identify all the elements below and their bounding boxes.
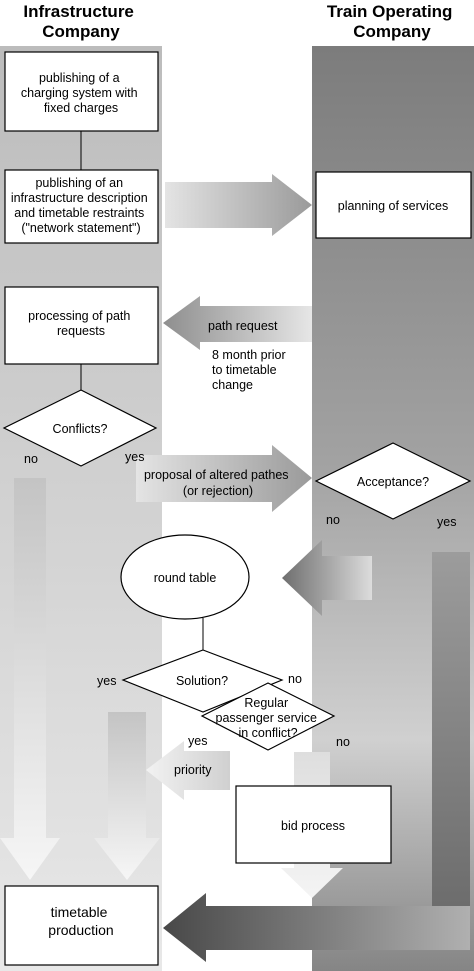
box-bid-process [235, 785, 392, 864]
header-infrastructure: Infrastructure Company [23, 2, 138, 41]
label-timing: 8 month prior to timetable change [212, 348, 289, 392]
decision-regular-service [200, 682, 336, 751]
label-solution-yes: yes [97, 674, 116, 688]
decision-conflicts-label: Conflicts? [53, 422, 108, 436]
path-acceptance-yes-vertical [432, 552, 470, 912]
box-timetable-production [4, 885, 159, 966]
label-conflicts-yes: yes [125, 450, 144, 464]
arrow-network-to-planning [165, 174, 312, 236]
label-regular-no: no [336, 735, 350, 749]
arrow-solution-yes-down [94, 712, 160, 880]
box-planning-services [315, 171, 472, 239]
ellipse-round-table [120, 534, 250, 620]
decision-solution-label: Solution? [176, 674, 228, 688]
decision-acceptance [314, 442, 472, 520]
box-timetable-production-label: timetable production [48, 904, 113, 938]
decision-conflicts [2, 389, 158, 467]
label-conflicts-no: no [24, 452, 38, 466]
header-train-operator: Train Operating Company [327, 2, 457, 41]
box-processing-requests [4, 286, 159, 365]
label-path-request: path request [208, 319, 278, 333]
box-charging-system-label: publishing of a charging system with fix… [21, 71, 141, 115]
arrow-priority [146, 741, 230, 800]
box-bid-process-label: bid process [281, 819, 345, 833]
decision-solution [121, 649, 284, 713]
arrow-conflicts-no-down [0, 478, 60, 880]
label-acceptance-yes: yes [437, 515, 456, 529]
label-priority: priority [174, 763, 212, 777]
box-planning-services-label: planning of services [338, 199, 448, 213]
arrow-proposal [136, 445, 312, 512]
box-processing-requests-label: processing of path requests [28, 309, 134, 338]
arrow-to-timetable [163, 893, 470, 962]
decision-regular-service-label: Regular passenger service in conflict? [216, 696, 321, 740]
ellipse-round-table-label: round table [154, 571, 217, 585]
decision-acceptance-label: Acceptance? [357, 475, 429, 489]
label-regular-yes: yes [188, 734, 207, 748]
box-charging-system [4, 51, 159, 132]
arrow-to-round-table [282, 540, 372, 616]
label-acceptance-no: no [326, 513, 340, 527]
box-network-statement [4, 169, 159, 244]
box-network-statement-label: publishing of an infrastructure descript… [11, 176, 151, 235]
arrow-path-request [163, 296, 312, 350]
label-solution-no: no [288, 672, 302, 686]
label-proposal: proposal of altered pathes (or rejection… [144, 468, 292, 498]
